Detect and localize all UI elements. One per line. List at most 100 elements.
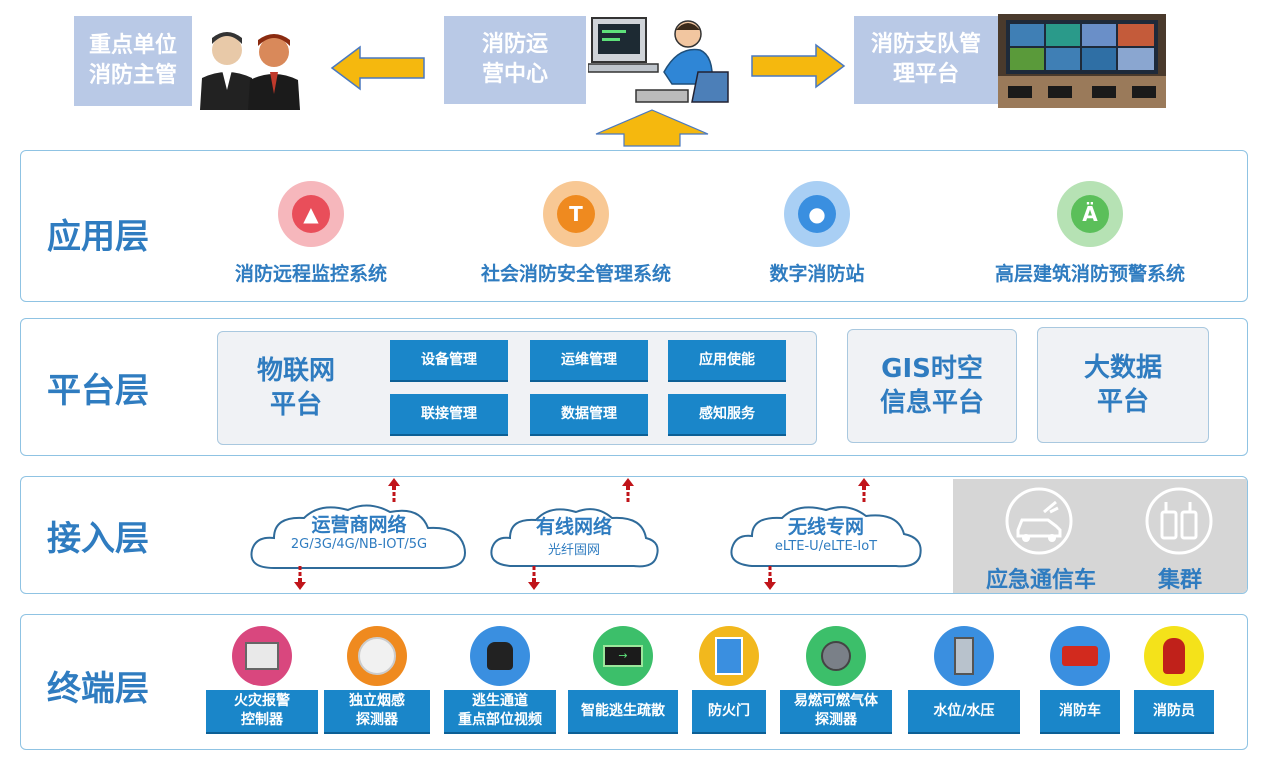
cloud-private-wireless (730, 506, 922, 568)
app-label: 高层建筑消防预警系统 (994, 263, 1185, 285)
cloud-wired-text: 有线网络 光纤固网 (486, 512, 662, 558)
app-enable-button[interactable]: 应用使能 (668, 340, 786, 382)
left-arrow-icon (330, 45, 425, 91)
access-layer-title: 接入层 (47, 519, 149, 559)
water-gauge-icon (934, 626, 994, 686)
ops-mgmt-button[interactable]: 运维管理 (530, 340, 648, 382)
term-label-line2: 探测器 (356, 712, 398, 728)
up-arrow-icon (595, 109, 709, 147)
downlink-arrow-icon (294, 566, 306, 590)
terminal-layer-title: 终端层 (47, 669, 149, 709)
term-label-line2: 重点部位视频 (458, 712, 542, 728)
term-water-gauge[interactable]: 水位/水压 (908, 626, 1020, 734)
connect-mgmt-button[interactable]: 联接管理 (390, 394, 508, 436)
app-label: 社会消防安全管理系统 (480, 263, 671, 285)
term-label-line1: 逃生通道 (472, 693, 528, 709)
term-firefighter[interactable]: 消防员 (1134, 626, 1214, 734)
carrier-title: 运营商网络 (311, 514, 407, 536)
term-smoke-detector[interactable]: 独立烟感 探测器 (324, 626, 430, 734)
term-label-line2: 探测器 (815, 712, 857, 728)
downlink-arrow-icon (764, 566, 776, 590)
bigdata-platform-box[interactable]: 大数据 平台 (1037, 327, 1209, 443)
fire-ops-center-box: 消防运 营中心 (444, 16, 586, 104)
key-unit-box: 重点单位 消防主管 (74, 16, 192, 106)
uplink-arrow-icon (388, 478, 400, 502)
term-label: 易燃可燃气体 探测器 (780, 690, 892, 734)
downlink-arrow-icon (528, 566, 540, 590)
smoke-detector-icon (347, 626, 407, 686)
emergency-vehicle-icon (1005, 487, 1073, 555)
application-layer-title: 应用层 (47, 217, 149, 257)
ops-center-line1: 消防运 (481, 32, 548, 57)
water-drop-icon: ● (784, 181, 850, 247)
term-fire-door[interactable]: 防火门 (692, 626, 766, 734)
bigdata-line1: 大数据 (1083, 353, 1162, 383)
device-mgmt-button[interactable]: 设备管理 (390, 340, 508, 382)
platform-layer: 平台层 物联网 平台 设备管理 运维管理 应用使能 联接管理 数据管理 感知服务… (20, 318, 1248, 456)
cloud-carrier-text: 运营商网络 2G/3G/4G/NB-IOT/5G (244, 510, 474, 552)
term-smart-evacuation[interactable]: → 智能逃生疏散 (568, 626, 678, 734)
gis-line2: 信息平台 (879, 388, 984, 418)
extinguisher-icon: Ä (1057, 181, 1123, 247)
gis-line1: GIS时空 (881, 354, 983, 384)
wireless-title: 无线专网 (787, 516, 864, 538)
term-label: 防火门 (692, 690, 766, 734)
platform-layer-title: 平台层 (47, 371, 149, 411)
bigdata-line2: 平台 (1096, 387, 1149, 417)
term-escape-video[interactable]: 逃生通道 重点部位视频 (444, 626, 556, 734)
exit-sign-icon: → (593, 626, 653, 686)
term-fire-truck[interactable]: 消防车 (1040, 626, 1120, 734)
iot-platform-label: 物联网 平台 (236, 354, 356, 422)
emergency-vehicle-label: 应急通信车 (985, 568, 1096, 593)
fire-door-icon (699, 626, 759, 686)
right-arrow-icon (751, 43, 846, 89)
sensing-service-button[interactable]: 感知服务 (668, 394, 786, 436)
app-label: 数字消防站 (769, 263, 865, 285)
term-label-line2: 控制器 (241, 712, 283, 728)
app-label: 消防远程监控系统 (234, 263, 387, 285)
wireless-sub: eLTE-U/eLTE-IoT (774, 539, 878, 554)
alarm-light-icon: ▲ (278, 181, 344, 247)
app-highrise-warning[interactable]: Ä 高层建筑消防预警系统 (965, 181, 1215, 286)
iot-platform-box: 物联网 平台 设备管理 运维管理 应用使能 联接管理 数据管理 感知服务 (217, 331, 817, 445)
gis-platform-box[interactable]: GIS时空 信息平台 (847, 329, 1017, 443)
cloud-wireless-text: 无线专网 eLTE-U/eLTE-IoT (726, 512, 926, 554)
gas-detector-icon (806, 626, 866, 686)
term-fire-alarm-controller[interactable]: 火灾报警 控制器 (206, 626, 318, 734)
term-label-line1: 易燃可燃气体 (794, 693, 878, 709)
term-label: 逃生通道 重点部位视频 (444, 690, 556, 734)
carrier-sub: 2G/3G/4G/NB-IOT/5G (290, 537, 428, 552)
trunking-radio-icon (1145, 487, 1213, 555)
term-label: 智能逃生疏散 (568, 690, 678, 734)
fire-brigade-platform-box: 消防支队管 理平台 (854, 16, 998, 104)
trunking-label: 集群 (1157, 568, 1202, 593)
iot-line1: 物联网 (256, 356, 335, 386)
data-mgmt-button[interactable]: 数据管理 (530, 394, 648, 436)
hydrant-icon: T (543, 181, 609, 247)
term-label-line1: 火灾报警 (234, 693, 290, 709)
key-unit-line1: 重点单位 (88, 33, 177, 58)
term-label: 独立烟感 探测器 (324, 690, 430, 734)
wired-sub: 光纤固网 (547, 543, 600, 558)
app-social-safety[interactable]: T 社会消防安全管理系统 (451, 181, 701, 286)
operator-icon (588, 17, 729, 103)
term-label: 消防员 (1134, 690, 1214, 734)
term-gas-detector[interactable]: 易燃可燃气体 探测器 (780, 626, 892, 734)
uplink-arrow-icon (622, 478, 634, 502)
term-label: 水位/水压 (908, 690, 1020, 734)
app-digital-station[interactable]: ● 数字消防站 (737, 181, 897, 286)
emergency-gray-panel (953, 479, 1247, 593)
cloud-carrier-network (250, 504, 466, 569)
wired-title: 有线网络 (535, 516, 612, 538)
brigade-line1: 消防支队管 (870, 32, 981, 57)
ops-center-line2: 营中心 (481, 62, 548, 87)
managers-people-icon (192, 20, 310, 110)
firefighter-icon (1144, 626, 1204, 686)
fire-truck-icon (1050, 626, 1110, 686)
key-unit-line2: 消防主管 (88, 63, 177, 88)
term-label-line1: 独立烟感 (349, 693, 405, 709)
iot-line2: 平台 (269, 390, 322, 420)
camera-icon (470, 626, 530, 686)
command-center-screen-icon (998, 14, 1166, 108)
app-remote-monitor[interactable]: ▲ 消防远程监控系统 (211, 181, 411, 286)
